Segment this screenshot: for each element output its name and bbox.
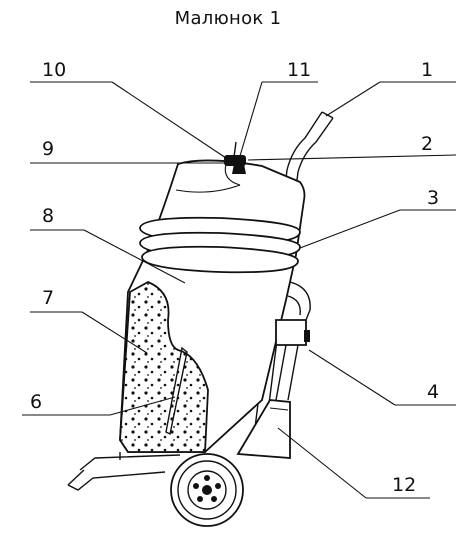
cap-clip	[232, 164, 246, 174]
trolley-frame	[67, 452, 181, 491]
cap-assembly	[224, 141, 246, 174]
callout-6: 6	[30, 391, 42, 413]
callout-3: 3	[427, 187, 439, 209]
callout-8: 8	[42, 205, 54, 227]
filter-rod	[165, 346, 188, 436]
figure-caption: Малюнок 1	[174, 8, 282, 29]
leader-lines	[22, 81, 456, 499]
hose-coil	[139, 216, 301, 274]
wheel	[170, 453, 244, 527]
callout-7: 7	[42, 287, 54, 309]
filter-cartridge	[119, 281, 209, 453]
side-hose	[275, 281, 311, 401]
callout-9: 9	[42, 138, 54, 160]
callout-12: 12	[392, 474, 416, 496]
cap-pin	[233, 141, 237, 158]
callout-10: 10	[42, 59, 66, 81]
callout-1: 1	[421, 59, 433, 81]
base-nozzle	[236, 399, 291, 459]
callout-2: 2	[421, 133, 433, 155]
callout-11: 11	[287, 59, 311, 81]
cap-latch	[224, 155, 246, 166]
callout-4: 4	[427, 381, 439, 403]
